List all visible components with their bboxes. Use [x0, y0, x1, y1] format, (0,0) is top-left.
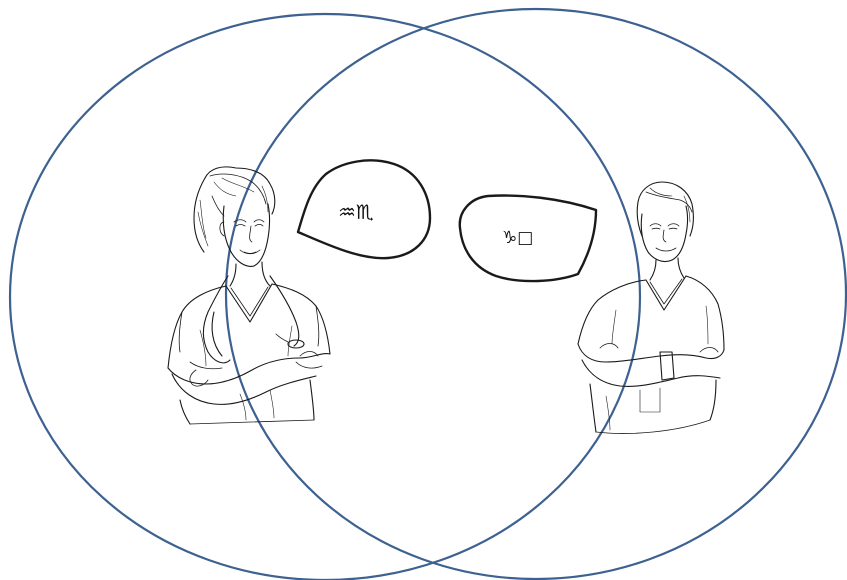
left-bubble-symbols: ♒♏	[338, 200, 374, 224]
right-circle	[226, 9, 846, 579]
right-speech-bubble: ♑□	[460, 196, 596, 282]
left-circle	[10, 14, 640, 580]
nurse-in-scrubs-icon	[578, 182, 724, 434]
left-speech-bubble: ♒♏	[298, 160, 430, 258]
right-bubble-symbols: ♑□	[502, 228, 533, 248]
